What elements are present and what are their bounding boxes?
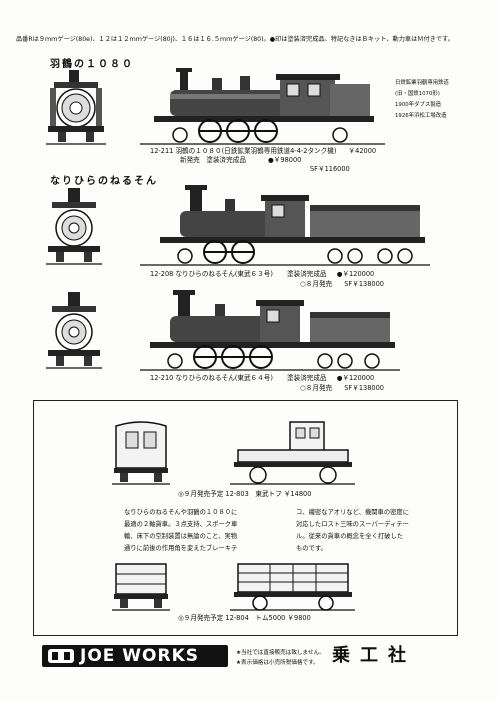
loco2-price-finished: ●￥120000 bbox=[336, 270, 375, 278]
loco1-side-view bbox=[140, 68, 385, 145]
loco2-caption-row: 12-208 なりひらのねるそん(東武６３号) 塗装済完成品 ●￥120000 bbox=[150, 270, 374, 279]
footer-note: ★当社では直接販売は致しません。 bbox=[236, 650, 325, 656]
description-line: なりひらのねるそんや羽鶴の１０８０に bbox=[124, 509, 238, 516]
joeworks-logo: JOE WORKS bbox=[80, 646, 200, 666]
description-line: 輪、床下の空制装置は無論のこと、実物 bbox=[124, 533, 238, 540]
loco2-release: ○８月発売 bbox=[300, 280, 333, 288]
loco3-release: ○８月発売 bbox=[300, 384, 333, 392]
loco2-side-view bbox=[140, 185, 430, 266]
loco1-caption-row: 12-211 羽鶴の１０８０(日鉄鉱業羽鶴専用鉄道4-4-2タンク機) ￥420… bbox=[150, 147, 376, 156]
loco3-front-view bbox=[46, 292, 102, 369]
tomu-front-view bbox=[112, 563, 170, 611]
description-line: ものです。 bbox=[296, 545, 327, 552]
loco2-caption: 12-208 なりひらのねるそん(東武６３号) bbox=[150, 270, 273, 278]
footer-note: ★表示価格は小売所税価格です。 bbox=[236, 660, 319, 666]
section2-title: なりひらのねるそん bbox=[50, 176, 158, 187]
loco1-price-finished: ●￥98000 bbox=[268, 156, 302, 164]
wagon-description-left: なりひらのねるそんや羽鶴の１０８０に 最適の２軸貨車。３点支持、スポーク車 輪、… bbox=[124, 507, 237, 555]
loco1-price-sf: SF￥116000 bbox=[310, 165, 350, 173]
description-line: 最適の２軸貨車。３点支持、スポーク車 bbox=[124, 521, 238, 528]
history-line: 1926年浜松工場改造 bbox=[395, 113, 447, 119]
description-line: ル。従来の貨車の概念を全く打破した bbox=[296, 533, 404, 540]
description-line: 対応したロスト三味のスーパーディテー bbox=[296, 521, 409, 528]
loco2-front-view bbox=[46, 188, 102, 265]
history-line: 1900年ダブス製造 bbox=[395, 102, 442, 108]
loco3-price-sf: SF￥138000 bbox=[344, 384, 384, 392]
loco2-finished-label: 塗装済完成品 bbox=[287, 270, 327, 278]
loco1-finished-row: 新発売 塗装済完成品 ●￥98000 bbox=[180, 156, 301, 165]
description-line: 通りに前後の作用角を変えたブレーキテ bbox=[124, 545, 238, 552]
loco1-caption: 12-211 羽鶴の１０８０(日鉄鉱業羽鶴専用鉄道4-4-2タンク機) bbox=[150, 147, 337, 155]
tomu-side-view bbox=[230, 563, 355, 611]
loco1-finished-label: 新発売 塗装済完成品 bbox=[180, 156, 246, 164]
toffu-front-view bbox=[112, 421, 170, 485]
loco2-release-row: ○８月発売 SF￥138000 bbox=[300, 280, 384, 289]
wagon-frame bbox=[33, 400, 458, 636]
section1-title: 羽鶴の１０８０ bbox=[50, 59, 134, 70]
company-name: 乗工社 bbox=[332, 645, 416, 666]
footer-notes: ★当社では直接販売は致しません。 ★表示価格は小売所税価格です。 bbox=[236, 648, 325, 668]
description-line: コ、繊密なアオリなど、機関車の密度に bbox=[296, 509, 410, 516]
loco3-side-view bbox=[140, 290, 400, 371]
loco3-caption: 12-210 なりひらのねるそん(東武６４号) bbox=[150, 374, 273, 382]
tomu-caption: ◎９月発売予定 12-804 トム5000 ￥9800 bbox=[178, 614, 311, 622]
loco3-caption-row: 12-210 なりひらのねるそん(東武６４号) 塗装済完成品 ●￥120000 bbox=[150, 374, 374, 383]
history-line: (旧・国鉄1070形) bbox=[395, 91, 440, 97]
header-note: 品番Rは９ｍｍゲージ(80e)、１２は１２ｍｍゲージ(80j)、１６は１６.５ｍ… bbox=[16, 36, 454, 43]
loco1-price-kit: ￥42000 bbox=[348, 147, 377, 155]
loco1-history: 日鉄鉱業羽鶴専用鉄道 (旧・国鉄1070形) 1900年ダブス製造 1926年浜… bbox=[395, 78, 449, 122]
loco2-price-sf: SF￥138000 bbox=[344, 280, 384, 288]
toffu-side-view bbox=[230, 421, 355, 485]
loco3-price-finished: ●￥120000 bbox=[336, 374, 375, 382]
loco3-finished-label: 塗装済完成品 bbox=[287, 374, 327, 382]
joeworks-logo-box bbox=[42, 645, 228, 667]
wagon-description-right: コ、繊密なアオリなど、機関車の密度に 対応したロスト三味のスーパーディテー ル。… bbox=[296, 507, 409, 555]
loco1-front-view bbox=[46, 70, 106, 145]
toffu-caption: ◎９月発売予定 12-803 東武トフ ￥14800 bbox=[178, 490, 312, 498]
joeworks-logo-icon bbox=[48, 649, 74, 663]
history-line: 日鉄鉱業羽鶴専用鉄道 bbox=[395, 80, 449, 86]
loco3-release-row: ○８月発売 SF￥138000 bbox=[300, 384, 384, 393]
